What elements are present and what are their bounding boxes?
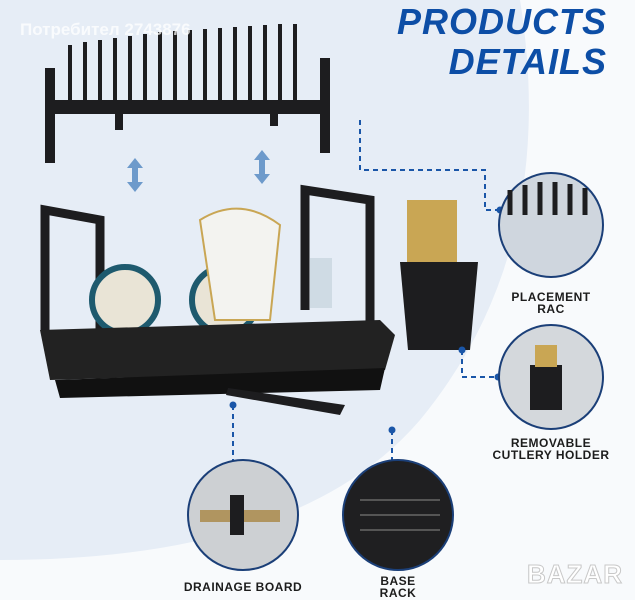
label-placement-rack: PLACEMENT RAC <box>491 291 611 315</box>
label-line: RACK <box>379 586 417 600</box>
up-down-arrows <box>127 150 270 192</box>
label-line: RAC <box>537 302 565 316</box>
label-line: BASE <box>380 574 416 588</box>
upper-dish-rack <box>45 24 330 163</box>
bazar-logo: BAZAR <box>527 559 623 590</box>
label-line: CUTLERY HOLDER <box>492 448 610 462</box>
label-line: PLACEMENT <box>511 290 591 304</box>
label-line: REMOVABLE <box>510 436 592 450</box>
page-title: PRODUCTS DETAILS <box>397 2 607 82</box>
cutlery-holder <box>400 200 478 350</box>
lower-dish-rack <box>40 184 395 398</box>
title-line-1: PRODUCTS <box>396 1 607 42</box>
title-line-2: DETAILS <box>448 41 607 82</box>
label-cutlery-holder: REMOVABLE CUTLERY HOLDER <box>480 437 622 461</box>
watermark: Потребител 2743876 <box>20 20 191 39</box>
drainage-board-spout <box>226 388 345 415</box>
label-base-rack: BASE RACK <box>358 575 438 599</box>
label-drainage-board: DRAINAGE BOARD <box>183 580 303 594</box>
